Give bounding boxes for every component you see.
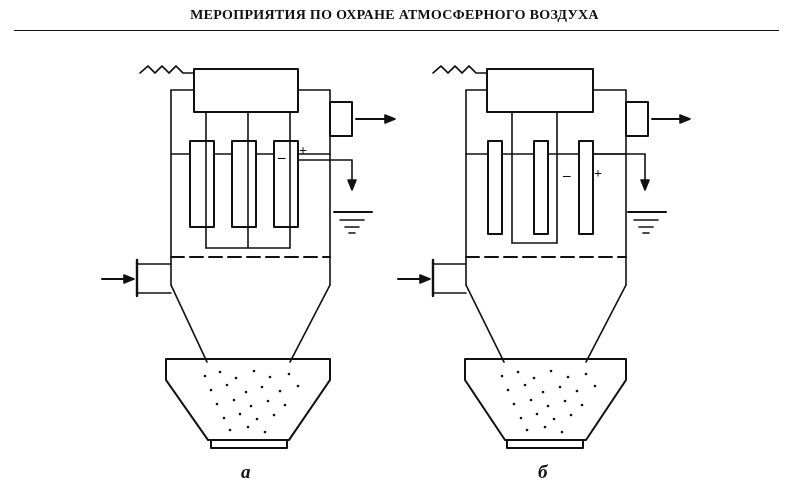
dust-particles-a xyxy=(203,369,300,434)
collecting-electrode-a-3 xyxy=(273,140,299,228)
bunker-base-b xyxy=(506,439,584,449)
collecting-electrode-b-2 xyxy=(533,140,549,235)
precipitator-a xyxy=(101,65,396,449)
dust-particles-b xyxy=(500,369,597,434)
figure-caption-b: б xyxy=(538,462,548,483)
header-rule xyxy=(14,30,779,31)
dust-bunker-b xyxy=(464,358,627,441)
page-header: МЕРОПРИЯТИЯ ПО ОХРАНЕ АТМОСФЕРНОГО ВОЗДУ… xyxy=(190,8,599,23)
precipitator-b xyxy=(397,65,691,449)
insulator-box-a xyxy=(193,68,299,113)
outlet-duct-a xyxy=(329,101,353,137)
collecting-electrode-b-3 xyxy=(578,140,594,235)
minus-sign-b: – xyxy=(562,168,571,184)
outlet-duct-b xyxy=(625,101,649,137)
figure-caption-a: а xyxy=(241,462,251,483)
collecting-electrode-a-2 xyxy=(231,140,257,228)
hv-lead-b xyxy=(432,65,488,74)
plus-sign-b: + xyxy=(594,167,602,182)
bunker-base-a xyxy=(210,439,288,449)
hv-lead-a xyxy=(139,65,195,74)
dust-bunker-a xyxy=(165,358,331,441)
collecting-electrode-b-1 xyxy=(487,140,503,235)
plus-sign-a: + xyxy=(299,144,307,159)
minus-sign-a: – xyxy=(277,150,286,166)
insulator-box-b xyxy=(486,68,594,113)
collecting-electrode-a-1 xyxy=(189,140,215,228)
